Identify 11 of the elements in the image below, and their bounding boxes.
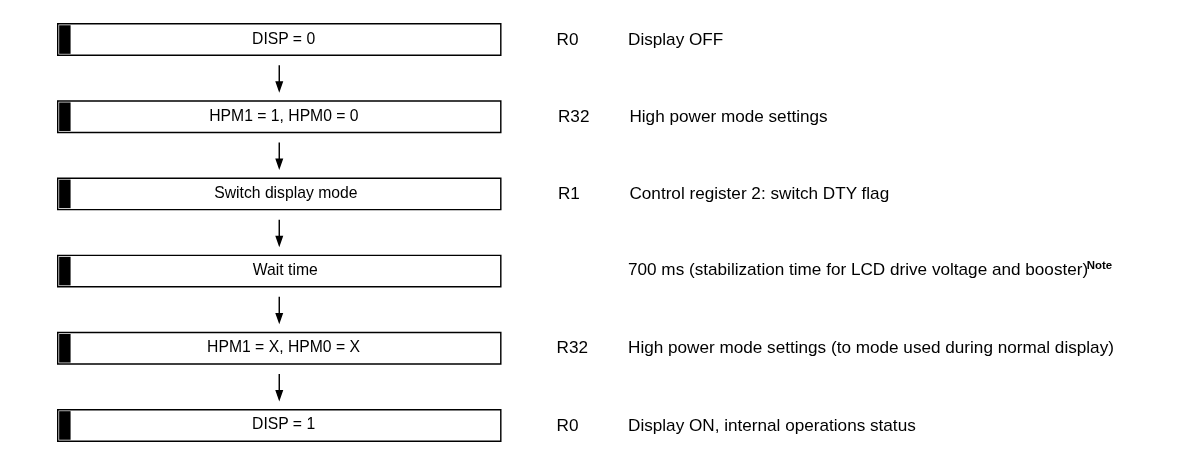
node-label: High power mode settings (to mode used during normal display) — [627, 337, 1114, 358]
node-label: Display OFF — [627, 28, 723, 49]
node-label: R32 — [557, 105, 589, 126]
node-label: R1 — [557, 183, 580, 204]
node-label: Display ON, internal operations status — [627, 414, 916, 435]
node-label: High power mode settings — [628, 105, 828, 126]
node-label: Control register 2: switch DTY flag — [628, 183, 889, 204]
node-label: R0 — [556, 28, 578, 49]
label: 700 ms (stabilization time for LCD drive voltage and booster)$^{Note}$ — [627, 258, 1112, 279]
node-label: R32 — [556, 337, 588, 358]
node-label: R0 — [556, 414, 578, 435]
